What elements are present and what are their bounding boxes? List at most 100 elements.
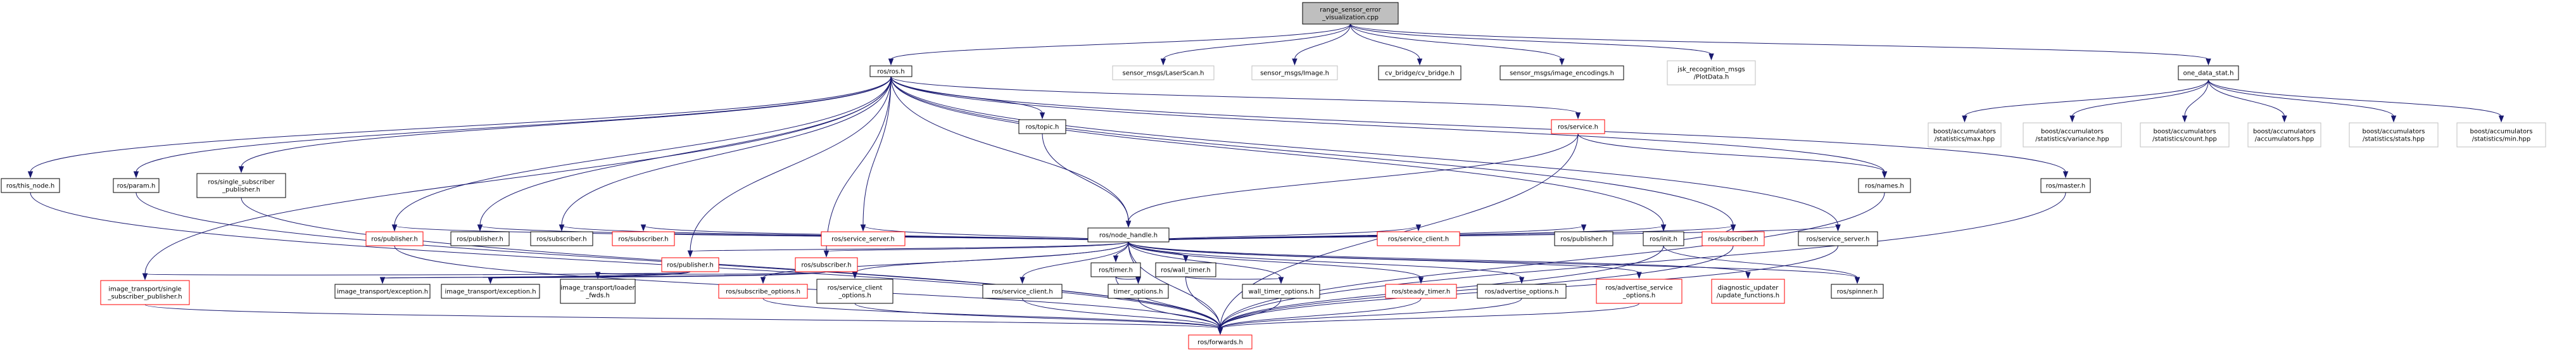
- node-svcclient2[interactable]: ros/service_client.h: [982, 284, 1063, 299]
- edge-sub4-to-forwards: [1217, 245, 1734, 335]
- node-onedata[interactable]: one_data_stat.h: [2178, 65, 2239, 80]
- node-box: [1, 178, 60, 193]
- node-box: [530, 231, 593, 246]
- node-nodehandle[interactable]: ros/node_handle.h: [1087, 227, 1170, 243]
- node-box: [1831, 284, 1884, 299]
- node-itsingle[interactable]: image_transport/single_subscriber_publis…: [100, 280, 190, 305]
- node-box: [1090, 262, 1141, 277]
- node-pub2[interactable]: ros/publisher.h: [450, 231, 510, 246]
- node-itexc1[interactable]: image_transport/exception.h: [334, 284, 431, 299]
- node-sub2[interactable]: ros/subscriber.h: [612, 231, 675, 246]
- edge-rosros-to-svcserver2: [890, 76, 1841, 232]
- node-svcclient1[interactable]: ros/service_client.h: [1377, 231, 1460, 246]
- node-svcserver1[interactable]: ros/service_server.h: [821, 231, 906, 246]
- node-service[interactable]: ros/service.h: [1551, 119, 1605, 134]
- node-bavar: boost/accumulators/statistics/variance.h…: [2023, 122, 2122, 148]
- node-master[interactable]: ros/master.h: [2040, 178, 2091, 193]
- node-box: [1500, 65, 1624, 80]
- node-label: /statistics/max.hpp: [1935, 136, 1995, 143]
- node-walltimer[interactable]: ros/wall_timer.h: [1155, 262, 1216, 277]
- node-box: [982, 284, 1063, 299]
- node-forwards[interactable]: ros/forwards.h: [1188, 334, 1253, 350]
- node-box: [821, 231, 906, 246]
- node-box: [869, 65, 912, 77]
- node-label: boost/accumulators: [2154, 129, 2216, 136]
- node-label: image_transport/single: [108, 286, 181, 293]
- node-pub3[interactable]: ros/publisher.h: [661, 257, 719, 272]
- edge-sub3-to-itexc2: [488, 271, 827, 284]
- node-box: [196, 173, 286, 198]
- node-cvbridge[interactable]: cv_bridge/cv_bridge.h: [1378, 65, 1462, 80]
- node-label: ros/publisher.h: [667, 262, 714, 269]
- edge-root-to-rosros: [888, 23, 1351, 66]
- node-rosros[interactable]: ros/ros.h: [869, 65, 912, 77]
- node-box: [1554, 231, 1613, 246]
- node-box: [1112, 65, 1215, 80]
- node-itexc2[interactable]: image_transport/exception.h: [441, 284, 540, 299]
- node-box: [1667, 60, 1756, 85]
- node-sub3[interactable]: ros/subscriber.h: [795, 257, 858, 272]
- node-label: ros/this_node.h: [6, 183, 54, 190]
- edge-rosros-to-master: [890, 76, 2069, 179]
- node-subopts[interactable]: ros/subscribe_options.h: [718, 284, 808, 299]
- edge-root-to-image: [1292, 23, 1351, 66]
- edge-nodehandle-to-sub3: [823, 241, 1129, 258]
- node-thisnode[interactable]: ros/this_node.h: [1, 178, 60, 193]
- node-box: [365, 231, 424, 246]
- node-label: /PlotData.h: [1694, 74, 1729, 81]
- node-param[interactable]: ros/param.h: [113, 178, 160, 193]
- node-root[interactable]: range_sensor_error_visualization.cpp: [1302, 2, 1399, 25]
- node-steadytimer[interactable]: ros/steady_timer.h: [1385, 284, 1457, 299]
- edge-svcclientopts-to-forwards: [854, 303, 1223, 335]
- node-box: [1155, 262, 1216, 277]
- node-box: [334, 284, 431, 299]
- edge-root-to-imgenc: [1350, 23, 1565, 66]
- node-imgenc[interactable]: sensor_msgs/image_encodings.h: [1500, 65, 1624, 80]
- node-label: one_data_stat.h: [2183, 70, 2234, 77]
- node-pub1[interactable]: ros/publisher.h: [365, 231, 424, 246]
- node-label: ros/service_server.h: [831, 236, 895, 243]
- node-label: image_transport/exception.h: [445, 289, 536, 296]
- node-label: sensor_msgs/Image.h: [1260, 70, 1329, 77]
- node-label: _subscriber_publisher.h: [107, 294, 182, 301]
- node-pub4[interactable]: ros/publisher.h: [1554, 231, 1613, 246]
- node-sub4[interactable]: ros/subscriber.h: [1702, 231, 1765, 246]
- node-label: ros/single_subscriber: [208, 179, 275, 186]
- node-label: ros/timer.h: [1099, 267, 1133, 274]
- node-topic[interactable]: ros/topic.h: [1018, 119, 1066, 134]
- edge-nodehandle-to-pub3: [687, 241, 1129, 258]
- node-walltimeropts[interactable]: wall_timer_options.h: [1242, 284, 1320, 299]
- node-svcclientopts[interactable]: ros/service_client_options.h: [816, 279, 893, 304]
- node-itloader[interactable]: image_transport/loader_fwds.h: [560, 279, 636, 304]
- node-singlesub[interactable]: ros/single_subscriber_publisher.h: [196, 173, 286, 198]
- node-sub1[interactable]: ros/subscriber.h: [530, 231, 593, 246]
- edge-nodehandle-to-svcclient2: [1020, 241, 1129, 284]
- node-timer[interactable]: ros/timer.h: [1090, 262, 1141, 277]
- node-svcserver2[interactable]: ros/service_server.h: [1798, 231, 1878, 246]
- edge-sub3-to-itexc1: [379, 271, 827, 284]
- edge-rosros-to-singlesub: [238, 76, 892, 174]
- node-init[interactable]: ros/init.h: [1643, 231, 1684, 246]
- header-nodes: range_sensor_error_visualization.cpp ros/…: [1, 2, 2546, 350]
- node-label: timer_options.h: [1113, 289, 1163, 296]
- node-advopts[interactable]: ros/advertise_options.h: [1477, 284, 1567, 299]
- node-box: [450, 231, 510, 246]
- node-names[interactable]: ros/names.h: [1858, 178, 1911, 193]
- node-label: ros/master.h: [2046, 183, 2085, 190]
- edge-onedata-to-bavar: [2069, 79, 2209, 123]
- node-spinner[interactable]: ros/spinner.h: [1831, 284, 1884, 299]
- node-label: ros/subscriber.h: [536, 236, 586, 243]
- node-diag[interactable]: diagnostic_updater/update_functions.h: [1711, 279, 1785, 304]
- node-box: [1385, 284, 1457, 299]
- node-label: ros/spinner.h: [1837, 289, 1878, 296]
- node-bamax: boost/accumulators/statistics/max.hpp: [1928, 122, 2002, 148]
- node-label: ros/ros.h: [877, 68, 904, 75]
- node-box: [1188, 334, 1253, 350]
- edge-svcclient2-to-forwards: [1022, 298, 1223, 335]
- node-timeropts[interactable]: timer_options.h: [1108, 284, 1169, 299]
- node-box: [718, 284, 808, 299]
- edge-rosros-to-pub3: [687, 76, 892, 258]
- node-box: [2023, 122, 2122, 148]
- node-advsvcopts[interactable]: ros/advertise_service_options.h: [1596, 279, 1683, 304]
